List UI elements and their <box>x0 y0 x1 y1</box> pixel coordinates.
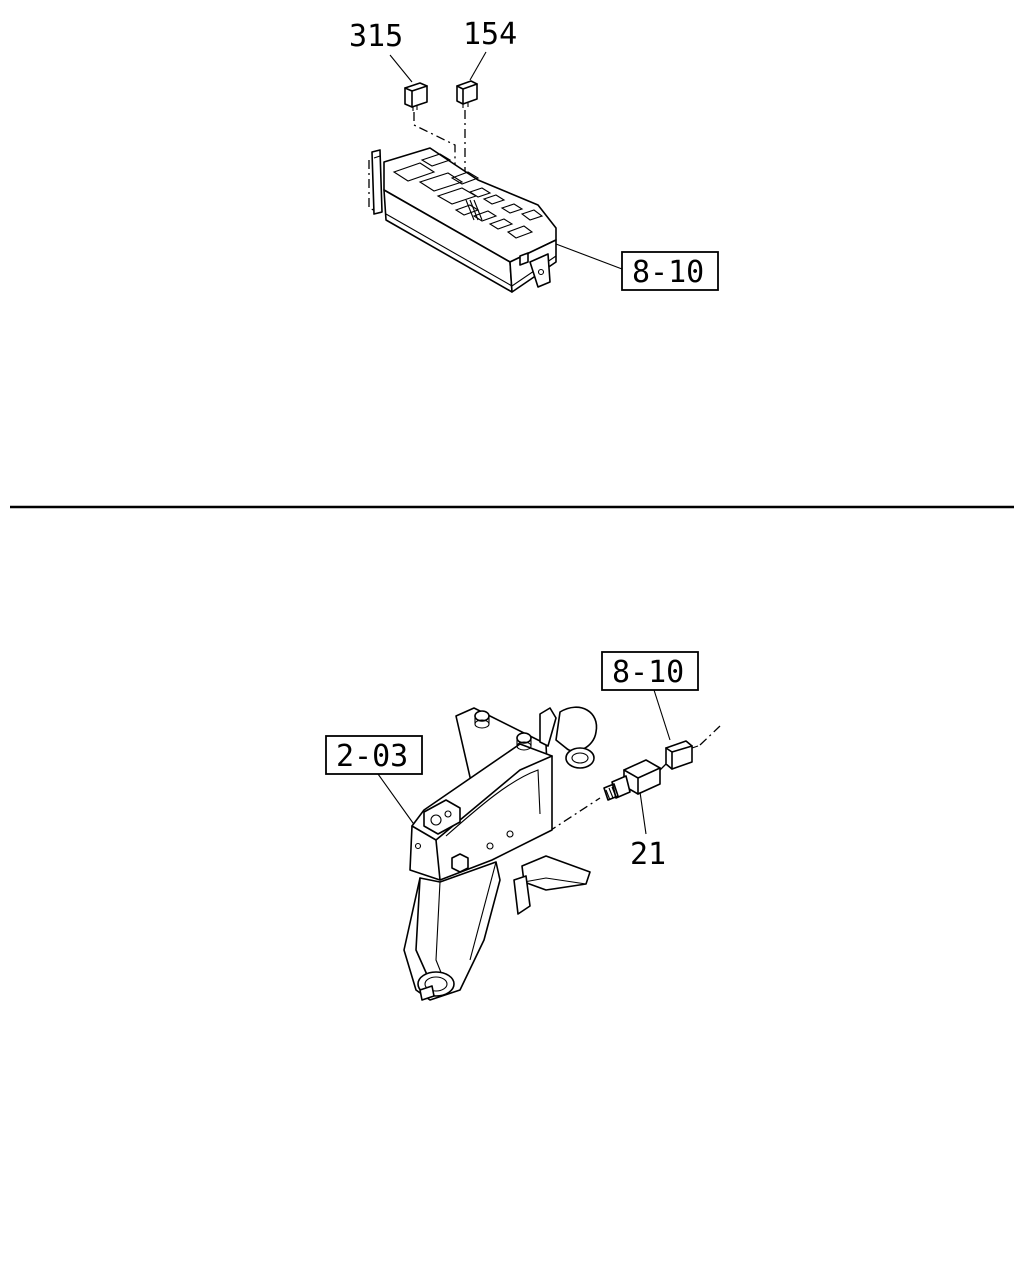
callout-21: 21 <box>630 837 666 872</box>
reference-box-connector: 8-10 <box>601 651 699 691</box>
reference-2-03-pedal: 2-03 <box>336 739 408 774</box>
brake-switch <box>603 759 661 801</box>
leader-154 <box>469 51 487 81</box>
callout-315: 315 <box>349 19 403 54</box>
reference-8-10-top: 8-10 <box>632 255 704 290</box>
pedal-bracket <box>403 706 598 1001</box>
relay-154 <box>456 80 478 108</box>
install-line-switch <box>547 797 601 833</box>
bottom-section: 8-10 2-03 21 <box>325 651 721 1001</box>
top-section: 315 154 <box>349 17 719 293</box>
callout-154: 154 <box>463 17 517 52</box>
relay-315 <box>404 82 428 111</box>
reference-box-pedal: 2-03 <box>325 735 423 775</box>
reference-8-10-connector: 8-10 <box>612 655 684 690</box>
leader-pedal <box>377 773 419 831</box>
wire-line <box>699 725 721 746</box>
fuse-box <box>371 147 557 293</box>
leader-connector <box>653 689 671 741</box>
reference-box-top: 8-10 <box>621 251 719 291</box>
wire-connector <box>665 740 699 770</box>
leader-315 <box>389 54 413 83</box>
leader-top-ref <box>555 243 623 270</box>
leader-21 <box>639 791 647 835</box>
